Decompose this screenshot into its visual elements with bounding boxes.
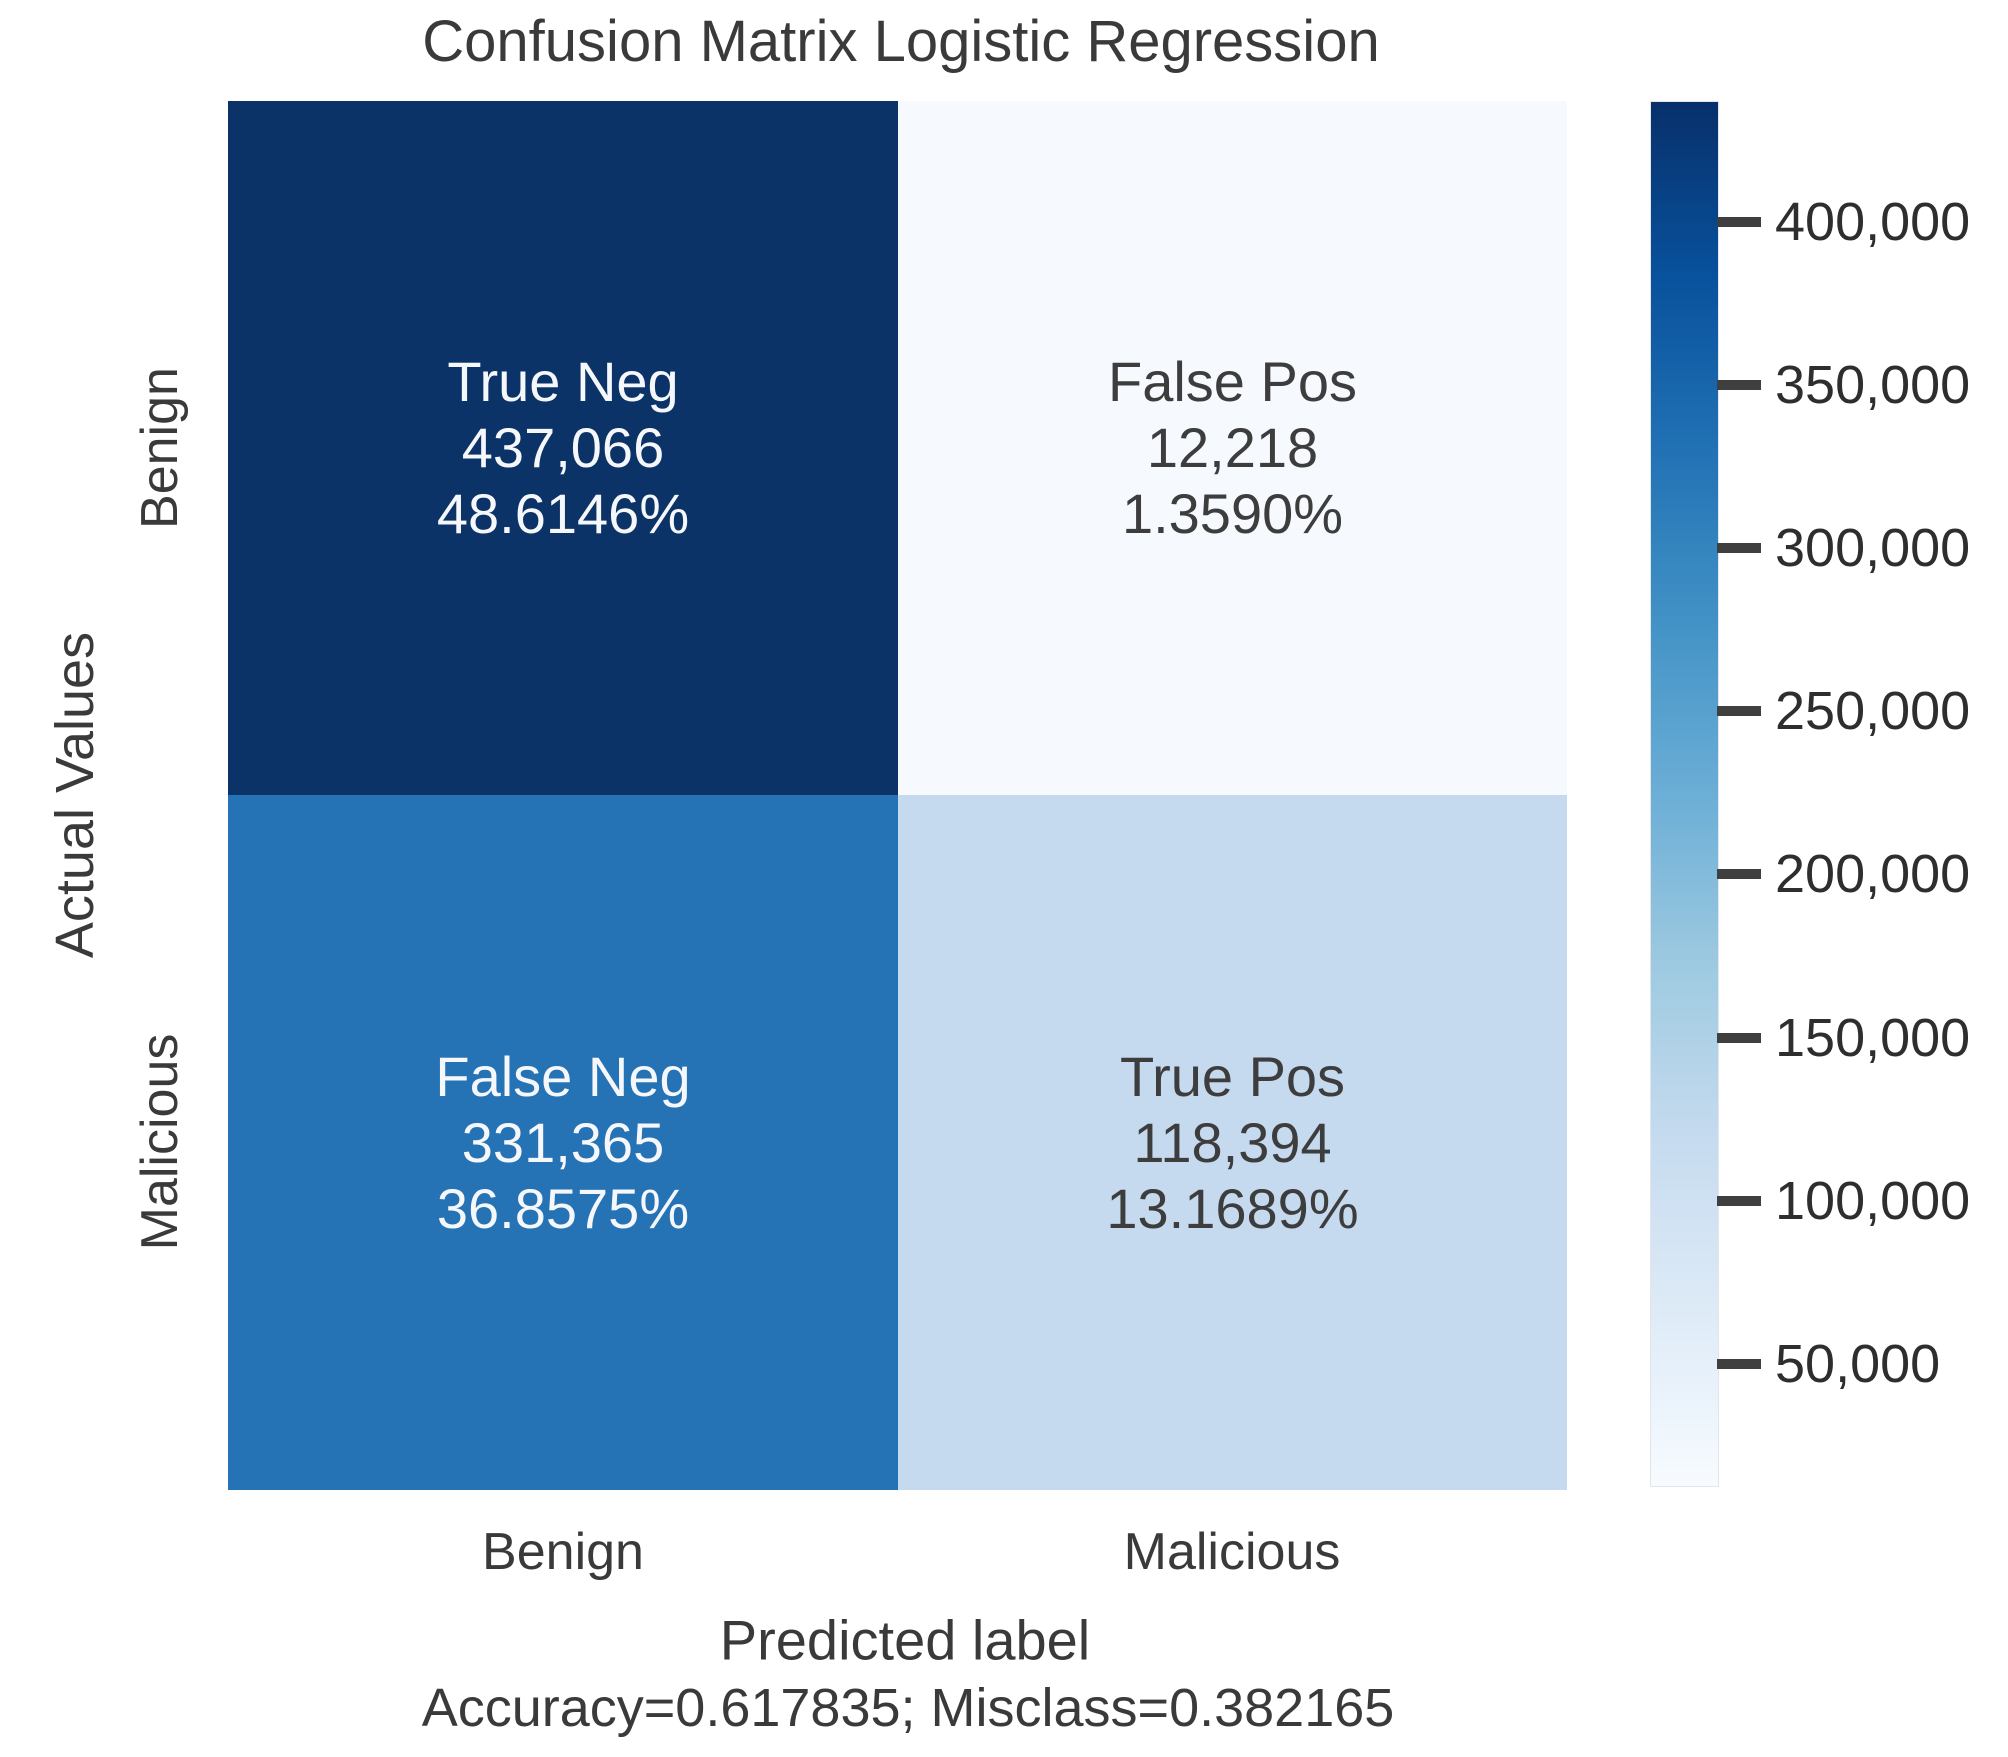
colorbar-tick: 250,000: [1717, 680, 1970, 742]
colorbar-tick-label: 150,000: [1775, 1008, 1971, 1068]
chart-title: Confusion Matrix Logistic Regression: [422, 9, 1380, 74]
colorbar-tick: 100,000: [1717, 1170, 1970, 1232]
colorbar-tick: 350,000: [1717, 354, 1970, 416]
cell-false-pos: False Pos 12,218 1.3590%: [898, 101, 1567, 795]
tick-dash: [1717, 380, 1761, 390]
cell-false-neg: False Neg 331,365 36.8575%: [228, 795, 898, 1490]
colorbar-tick: 150,000: [1717, 1007, 1970, 1069]
colorbar-tick-label: 50,000: [1775, 1334, 1941, 1394]
cell-percent: 36.8575%: [436, 1176, 690, 1240]
cell-percent: 1.3590%: [1121, 482, 1344, 545]
cell-count: 12,218: [1146, 416, 1319, 479]
y-tick-malicious: Malicious: [131, 1033, 189, 1251]
y-tick-benign: Benign: [131, 367, 189, 529]
cell-percent: 13.1689%: [1106, 1176, 1359, 1240]
colorbar-tick-label: 350,000: [1775, 355, 1971, 415]
colorbar-tick-label: 400,000: [1775, 192, 1971, 252]
cell-count: 437,066: [461, 416, 665, 479]
tick-dash: [1717, 1359, 1761, 1369]
x-tick-benign: Benign: [482, 1523, 644, 1581]
cell-count: 331,365: [461, 1110, 665, 1174]
x-axis-label: Predicted label: [719, 1608, 1091, 1672]
x-tick-malicious: Malicious: [1123, 1523, 1341, 1581]
cell-percent: 48.6146%: [436, 482, 690, 545]
tick-dash: [1717, 1196, 1761, 1206]
colorbar-tick: 300,000: [1717, 517, 1970, 579]
cell-count: 118,394: [1133, 1110, 1332, 1174]
tick-dash: [1717, 217, 1761, 227]
tick-dash: [1717, 706, 1761, 716]
y-axis-label: Actual Values: [45, 631, 105, 959]
colorbar-tick-label: 250,000: [1775, 681, 1971, 741]
cell-label: False Neg: [435, 1044, 691, 1108]
colorbar-tick: 400,000: [1717, 191, 1970, 253]
accuracy-misclass-text: Accuracy=0.617835; Misclass=0.382165: [421, 1678, 1395, 1738]
tick-dash: [1717, 869, 1761, 879]
colorbar-gradient: [1650, 101, 1719, 1487]
cell-label: False Pos: [1108, 350, 1357, 413]
tick-dash: [1717, 1033, 1761, 1043]
colorbar-tick: 200,000: [1717, 843, 1970, 905]
colorbar-tick: 50,000: [1717, 1333, 1940, 1395]
colorbar-tick-label: 100,000: [1775, 1171, 1971, 1231]
cell-label: True Neg: [447, 350, 679, 413]
confusion-matrix-grid: True Neg 437,066 48.6146% False Pos 12,2…: [228, 101, 1567, 1490]
tick-dash: [1717, 543, 1761, 553]
cell-true-pos: True Pos 118,394 13.1689%: [898, 795, 1567, 1490]
cell-label: True Pos: [1119, 1044, 1346, 1108]
cell-true-neg: True Neg 437,066 48.6146%: [228, 101, 898, 795]
colorbar-tick-label: 200,000: [1775, 844, 1971, 904]
colorbar-tick-label: 300,000: [1775, 518, 1971, 578]
